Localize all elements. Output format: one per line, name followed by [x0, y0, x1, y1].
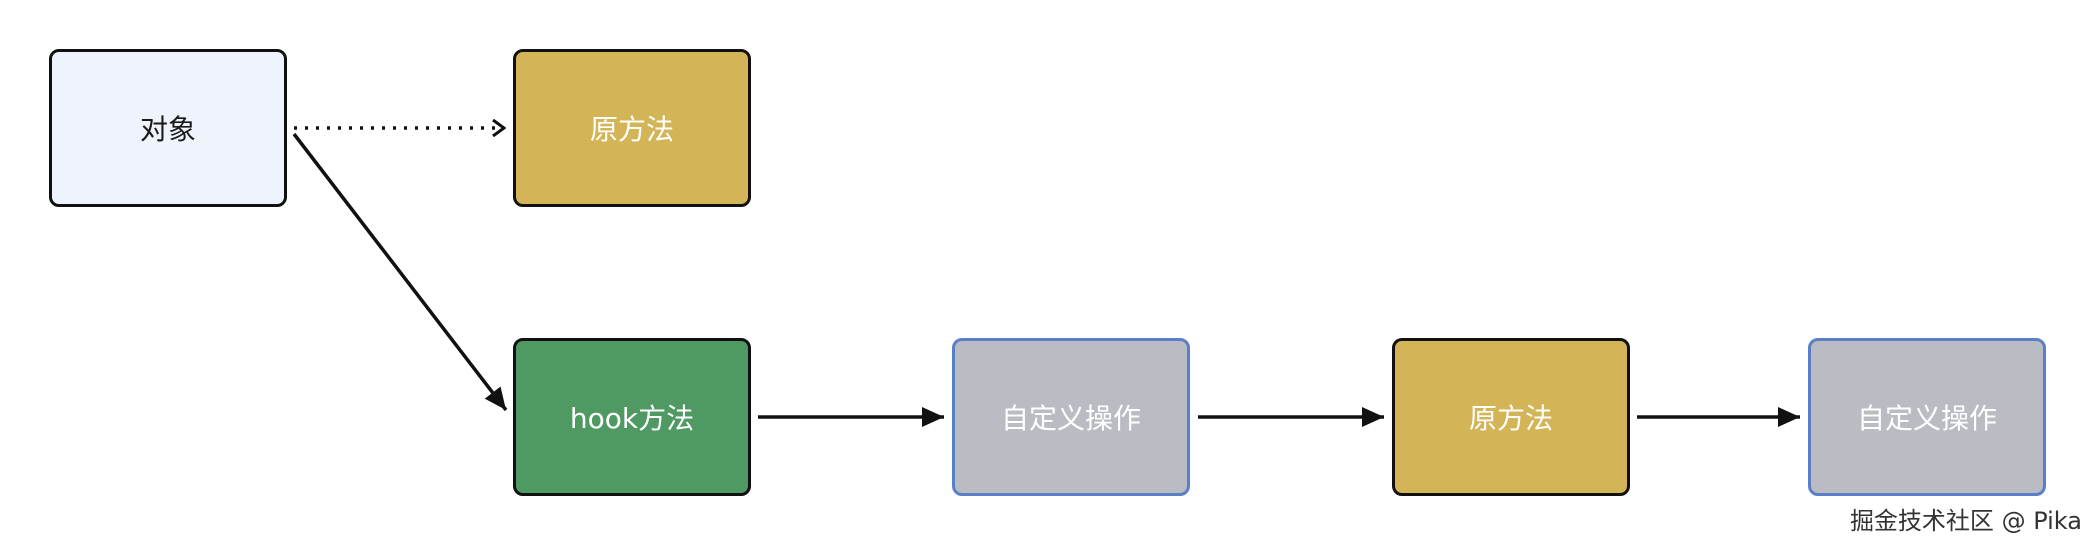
custom-operation-node-1: 自定义操作 — [952, 338, 1190, 496]
watermark: 掘金技术社区 @ Pika — [1849, 507, 2082, 535]
original-method-node-top: 原方法 — [513, 49, 751, 207]
original-method-label-bottom: 原方法 — [1468, 402, 1553, 435]
original-method-node-bottom: 原方法 — [1392, 338, 1630, 496]
object-node-label: 对象 — [139, 113, 196, 146]
custom-operation-label-1: 自定义操作 — [1000, 402, 1141, 435]
hook-method-label: hook方法 — [569, 402, 695, 435]
custom-operation-node-2: 自定义操作 — [1808, 338, 2046, 496]
object-node: 对象 — [49, 49, 287, 207]
arrow-object-to-hook — [292, 132, 508, 412]
original-method-label-top: 原方法 — [589, 113, 674, 146]
hook-method-node: hook方法 — [513, 338, 751, 496]
custom-operation-label-2: 自定义操作 — [1856, 402, 1997, 435]
